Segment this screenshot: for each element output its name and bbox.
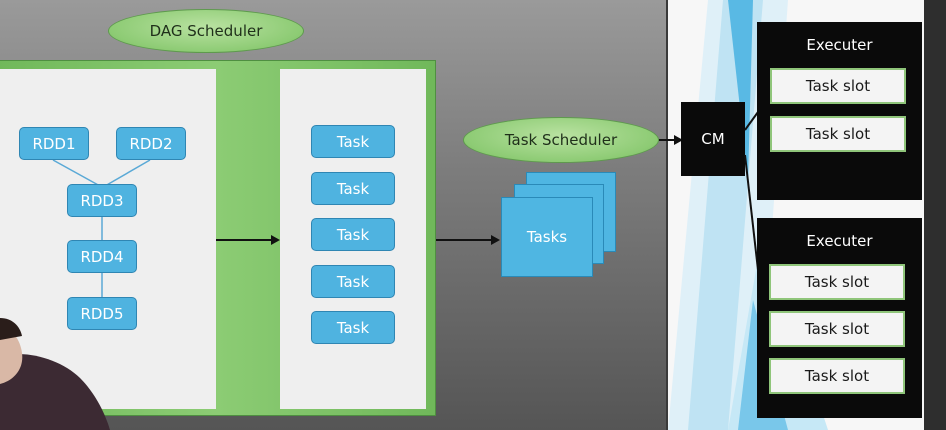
arrow-head-icon: [491, 235, 500, 245]
arrow-head-icon: [271, 235, 280, 245]
rdd-node: RDD3: [67, 184, 137, 217]
task-scheduler-label: Task Scheduler: [504, 131, 618, 149]
rdd-node: RDD1: [19, 127, 89, 160]
rdd-node: RDD5: [67, 297, 137, 330]
arrow-tasks-to-scheduler: [436, 239, 492, 241]
task-scheduler-ellipse: Task Scheduler: [463, 117, 659, 163]
task-slot: Task slot: [770, 116, 906, 152]
task-box: Task: [311, 311, 395, 344]
task-slot: Task slot: [770, 68, 906, 104]
tasks-stack-card-front: Tasks: [501, 197, 593, 277]
task-box: Task: [311, 125, 395, 158]
executor-panel: Executer: [757, 22, 922, 200]
executor-title: Executer: [806, 232, 873, 250]
executor-title: Executer: [806, 36, 873, 54]
cluster-manager-label: CM: [701, 130, 725, 148]
cluster-manager-box: CM: [681, 102, 745, 176]
task-box: Task: [311, 172, 395, 205]
rdd-connectors: [52, 159, 151, 297]
dag-scheduler-ellipse: DAG Scheduler: [108, 9, 304, 53]
task-slot: Task slot: [769, 264, 905, 300]
dag-scheduler-label: DAG Scheduler: [149, 22, 263, 40]
presenter-webcam-overlay: [0, 318, 110, 430]
cm-to-executor-connectors: [744, 111, 759, 271]
arrow-graph-to-tasks: [216, 239, 272, 241]
task-slot: Task slot: [769, 358, 905, 394]
rdd-node: RDD2: [116, 127, 186, 160]
rdd-graph-box: [0, 69, 216, 409]
tasks-stack-label: Tasks: [526, 228, 568, 246]
arrow-head-icon: [674, 135, 683, 145]
arrow-scheduler-to-cm: [659, 139, 675, 141]
task-box: Task: [311, 218, 395, 251]
rdd-node: RDD4: [67, 240, 137, 273]
task-box: Task: [311, 265, 395, 298]
window-edge: [924, 0, 946, 430]
task-slot: Task slot: [769, 311, 905, 347]
